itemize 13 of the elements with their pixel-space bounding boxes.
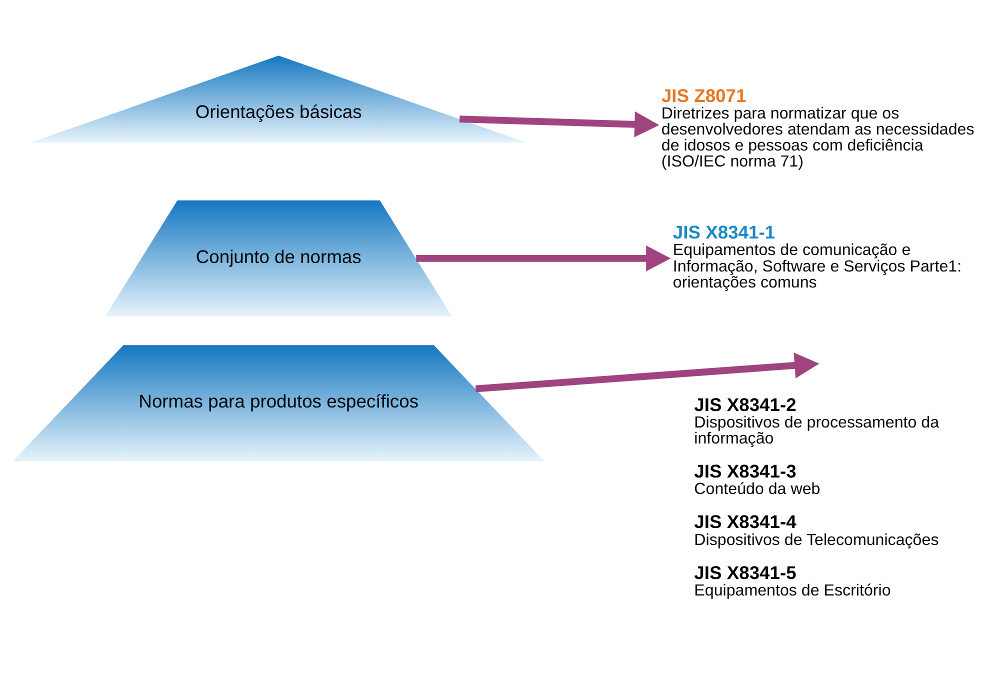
label: JIS X8341-4 xyxy=(694,510,796,532)
label: Equipamentos de Escritório xyxy=(694,580,891,599)
arrow xyxy=(475,352,820,392)
label: JIS X8341-5 xyxy=(694,561,796,582)
node-text: JIS Z8071 Diretrizes para normatizar que os desenvolvedores atendam as necessidades de idosos e pessoas com deficiência (ISO/IEC norma 71) xyxy=(661,84,974,170)
node-text: JIS X8341-1 Equipamentos de comunicação e Informação, Software e Serviços Parte1: orientações comuns xyxy=(672,221,962,291)
label: Dispositivos de processamento da informação xyxy=(694,413,940,448)
label: Conteúdo da web xyxy=(694,480,820,498)
label: Dispositivos de Telecomunicações xyxy=(694,530,939,548)
label: JIS X8341-3 xyxy=(694,460,796,482)
label: JIS X8341-2 xyxy=(694,394,796,415)
arrow xyxy=(416,244,671,271)
arrow xyxy=(459,110,660,137)
